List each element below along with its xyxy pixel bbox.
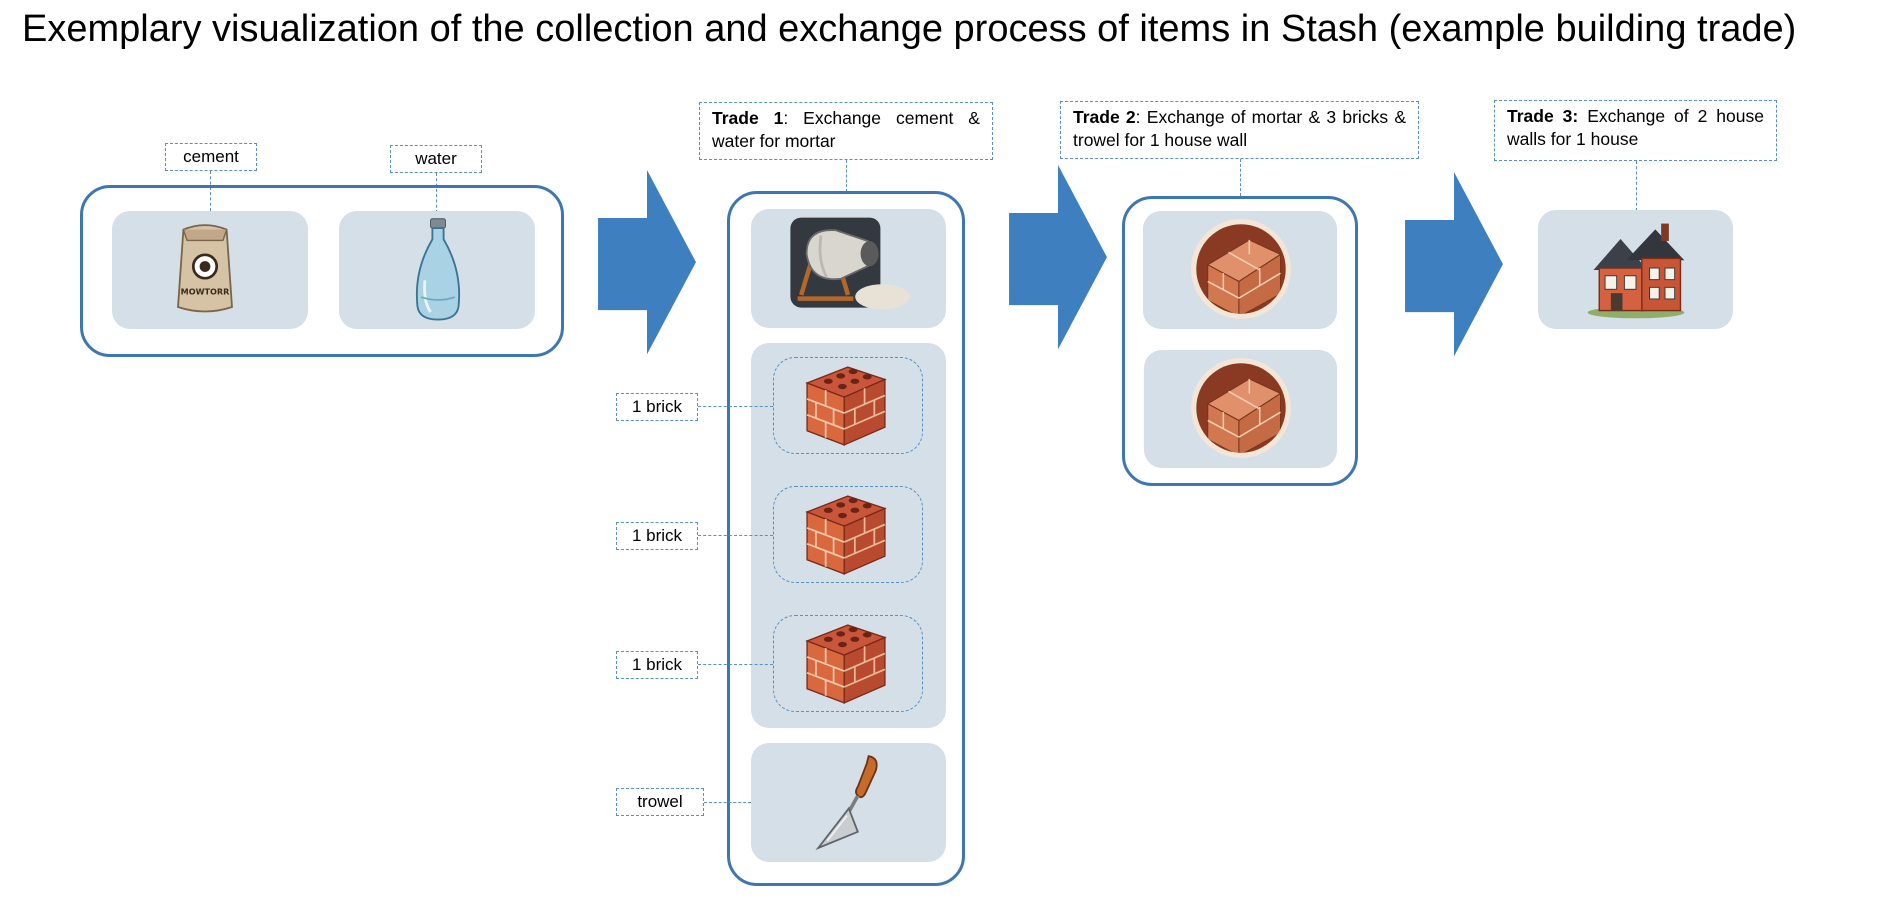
water-bottle-icon bbox=[415, 218, 461, 321]
house-wall-icon bbox=[1189, 217, 1293, 321]
page-title: Exemplary visualization of the collectio… bbox=[22, 8, 1797, 50]
cement-mixer-icon bbox=[790, 217, 910, 310]
brick-label-3: 1 brick bbox=[616, 651, 698, 679]
trowel-tile[interactable] bbox=[751, 743, 946, 862]
house-wall-tile-1[interactable] bbox=[1143, 211, 1337, 329]
trade3-connector bbox=[1636, 161, 1637, 211]
cement-tile[interactable]: MOWTORR bbox=[112, 211, 308, 329]
trade1-text: : Exchange cement & water for mortar bbox=[712, 108, 980, 151]
arrow-right-icon bbox=[1009, 165, 1107, 350]
water-label: water bbox=[390, 145, 482, 173]
trade2-description: Trade 2: Exchange of mortar & 3 bricks &… bbox=[1060, 101, 1419, 159]
trowel-icon bbox=[815, 755, 878, 851]
trade2-title: Trade 2 bbox=[1073, 107, 1136, 127]
cement-connector bbox=[210, 171, 211, 211]
water-tile[interactable] bbox=[339, 211, 535, 329]
brick-connector-2 bbox=[698, 535, 773, 536]
brick-label-1: 1 brick bbox=[616, 393, 698, 421]
trowel-connector bbox=[704, 802, 751, 803]
brick-icon bbox=[806, 495, 886, 575]
house-wall-icon bbox=[1189, 356, 1293, 460]
trade2-text: : Exchange of mortar & 3 bricks & trowel… bbox=[1073, 107, 1406, 150]
trade2-group bbox=[1122, 196, 1358, 486]
brick-icon bbox=[806, 366, 886, 446]
water-connector bbox=[436, 173, 437, 213]
trade1-connector bbox=[846, 160, 847, 192]
trade1-title: Trade 1 bbox=[712, 108, 784, 128]
brick-slot-1[interactable] bbox=[773, 357, 923, 454]
brick-connector-3 bbox=[698, 664, 773, 665]
trade3-description: Trade 3: Exchange of 2 house walls for 1… bbox=[1494, 100, 1777, 161]
trade3-title: Trade 3: bbox=[1507, 106, 1579, 126]
trade1-description: Trade 1: Exchange cement & water for mor… bbox=[699, 102, 993, 160]
house-wall-tile-2[interactable] bbox=[1144, 350, 1337, 468]
house-tile[interactable] bbox=[1538, 210, 1733, 329]
brick-connector-1 bbox=[698, 406, 773, 407]
mortar-tile[interactable] bbox=[751, 209, 946, 328]
house-icon bbox=[1587, 223, 1685, 319]
trade1-group bbox=[727, 191, 965, 886]
trade3-text: Exchange of 2 house walls for 1 house bbox=[1507, 106, 1764, 149]
brick-icon bbox=[806, 624, 886, 704]
inputs-group bbox=[80, 185, 564, 357]
arrow-right-icon bbox=[1405, 172, 1503, 357]
brick-slot-3[interactable] bbox=[773, 615, 923, 712]
trade2-connector bbox=[1240, 159, 1241, 196]
cement-bag-icon: MOWTORR bbox=[177, 224, 233, 313]
brick-label-2: 1 brick bbox=[616, 522, 698, 550]
svg-text:MOWTORR: MOWTORR bbox=[181, 286, 230, 296]
cement-label: cement bbox=[165, 143, 257, 171]
brick-slot-2[interactable] bbox=[773, 486, 923, 583]
arrow-right-icon bbox=[598, 170, 696, 355]
trowel-label: trowel bbox=[616, 788, 704, 816]
